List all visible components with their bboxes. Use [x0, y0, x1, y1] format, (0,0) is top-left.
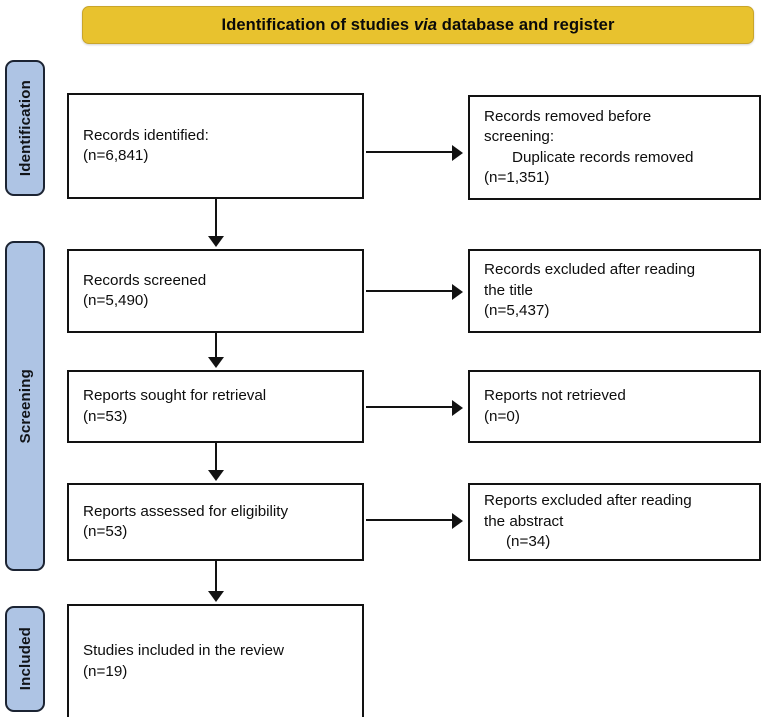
stage-label-included: Included: [16, 627, 34, 691]
arrowhead-right-icon: [452, 400, 463, 416]
box-line: screening:: [484, 128, 555, 146]
arrowhead-right-icon: [452, 284, 463, 300]
box-line: Reports assessed for eligibility: [83, 502, 289, 520]
box-line: the abstract: [484, 512, 564, 530]
stage-bar-screening: Screening: [5, 241, 45, 571]
box-line: (n=0): [484, 407, 520, 425]
box-line: (n=1,351): [484, 168, 550, 186]
box-records-excluded-after-title: Records excluded after reading the title…: [468, 249, 761, 333]
stage-bar-included: Included: [5, 606, 45, 712]
box-records-identified: Records identified: (n=6,841): [67, 93, 364, 199]
stage-label-identification: Identification: [16, 79, 34, 177]
arrowhead-right-icon: [452, 145, 463, 161]
arrowhead-down-icon: [208, 591, 224, 602]
box-line: Records excluded after reading: [484, 261, 696, 279]
connector-line-screened-to-excluded-title: [366, 290, 456, 293]
arrowhead-down-icon: [208, 236, 224, 247]
banner-title-part-2: database and register: [437, 15, 615, 34]
box-reports-excluded-after-abstract: Reports excluded after reading the abstr…: [468, 483, 761, 561]
banner-title-italic: via: [413, 15, 438, 34]
connector-line-assessed-to-excluded-abstract: [366, 519, 456, 522]
box-line: Reports not retrieved: [484, 387, 626, 405]
banner-title: Identification of studies via database a…: [222, 16, 615, 35]
connector-line-screened-to-sought: [215, 333, 218, 359]
box-line: Reports sought for retrieval: [83, 387, 267, 405]
box-reports-assessed-for-eligibility: Reports assessed for eligibility (n=53): [67, 483, 364, 561]
box-records-screened: Records screened (n=5,490): [67, 249, 364, 333]
box-line: Records identified:: [83, 126, 209, 144]
connector-line-identified-to-screened: [215, 199, 218, 238]
stage-bar-identification: Identification: [5, 60, 45, 196]
box-line: Duplicate records removed: [512, 148, 694, 166]
box-reports-not-retrieved: Reports not retrieved (n=0): [468, 370, 761, 443]
box-line: Reports excluded after reading: [484, 492, 692, 510]
box-reports-sought-for-retrieval: Reports sought for retrieval (n=53): [67, 370, 364, 443]
box-line: (n=5,490): [83, 292, 149, 309]
arrowhead-down-icon: [208, 357, 224, 368]
box-line: (n=5,437): [484, 302, 550, 320]
box-line: (n=6,841): [83, 147, 149, 164]
connector-line-identified-to-removed: [366, 151, 456, 154]
box-line: (n=53): [83, 523, 128, 540]
box-studies-included-in-review: Studies included in the review (n=19): [67, 604, 364, 717]
box-line: Records removed before: [484, 107, 652, 125]
box-line: (n=53): [83, 407, 128, 425]
connector-line-assessed-to-included: [215, 561, 218, 593]
section-banner-identification: Identification of studies via database a…: [82, 6, 754, 44]
stage-label-screening: Screening: [16, 368, 34, 444]
box-line: the title: [484, 281, 533, 299]
box-line: Studies included in the review: [83, 642, 284, 660]
box-line: Records screened: [83, 271, 207, 289]
box-records-removed-before-screening: Records removed before screening: Duplic…: [468, 95, 761, 200]
box-line: (n=34): [506, 533, 551, 551]
banner-title-part-1: Identification of studies: [221, 15, 414, 34]
arrowhead-down-icon: [208, 470, 224, 481]
connector-line-sought-to-not-retrieved: [366, 406, 456, 409]
box-line: (n=19): [83, 662, 128, 680]
arrowhead-right-icon: [452, 513, 463, 529]
connector-line-sought-to-assessed: [215, 443, 218, 472]
